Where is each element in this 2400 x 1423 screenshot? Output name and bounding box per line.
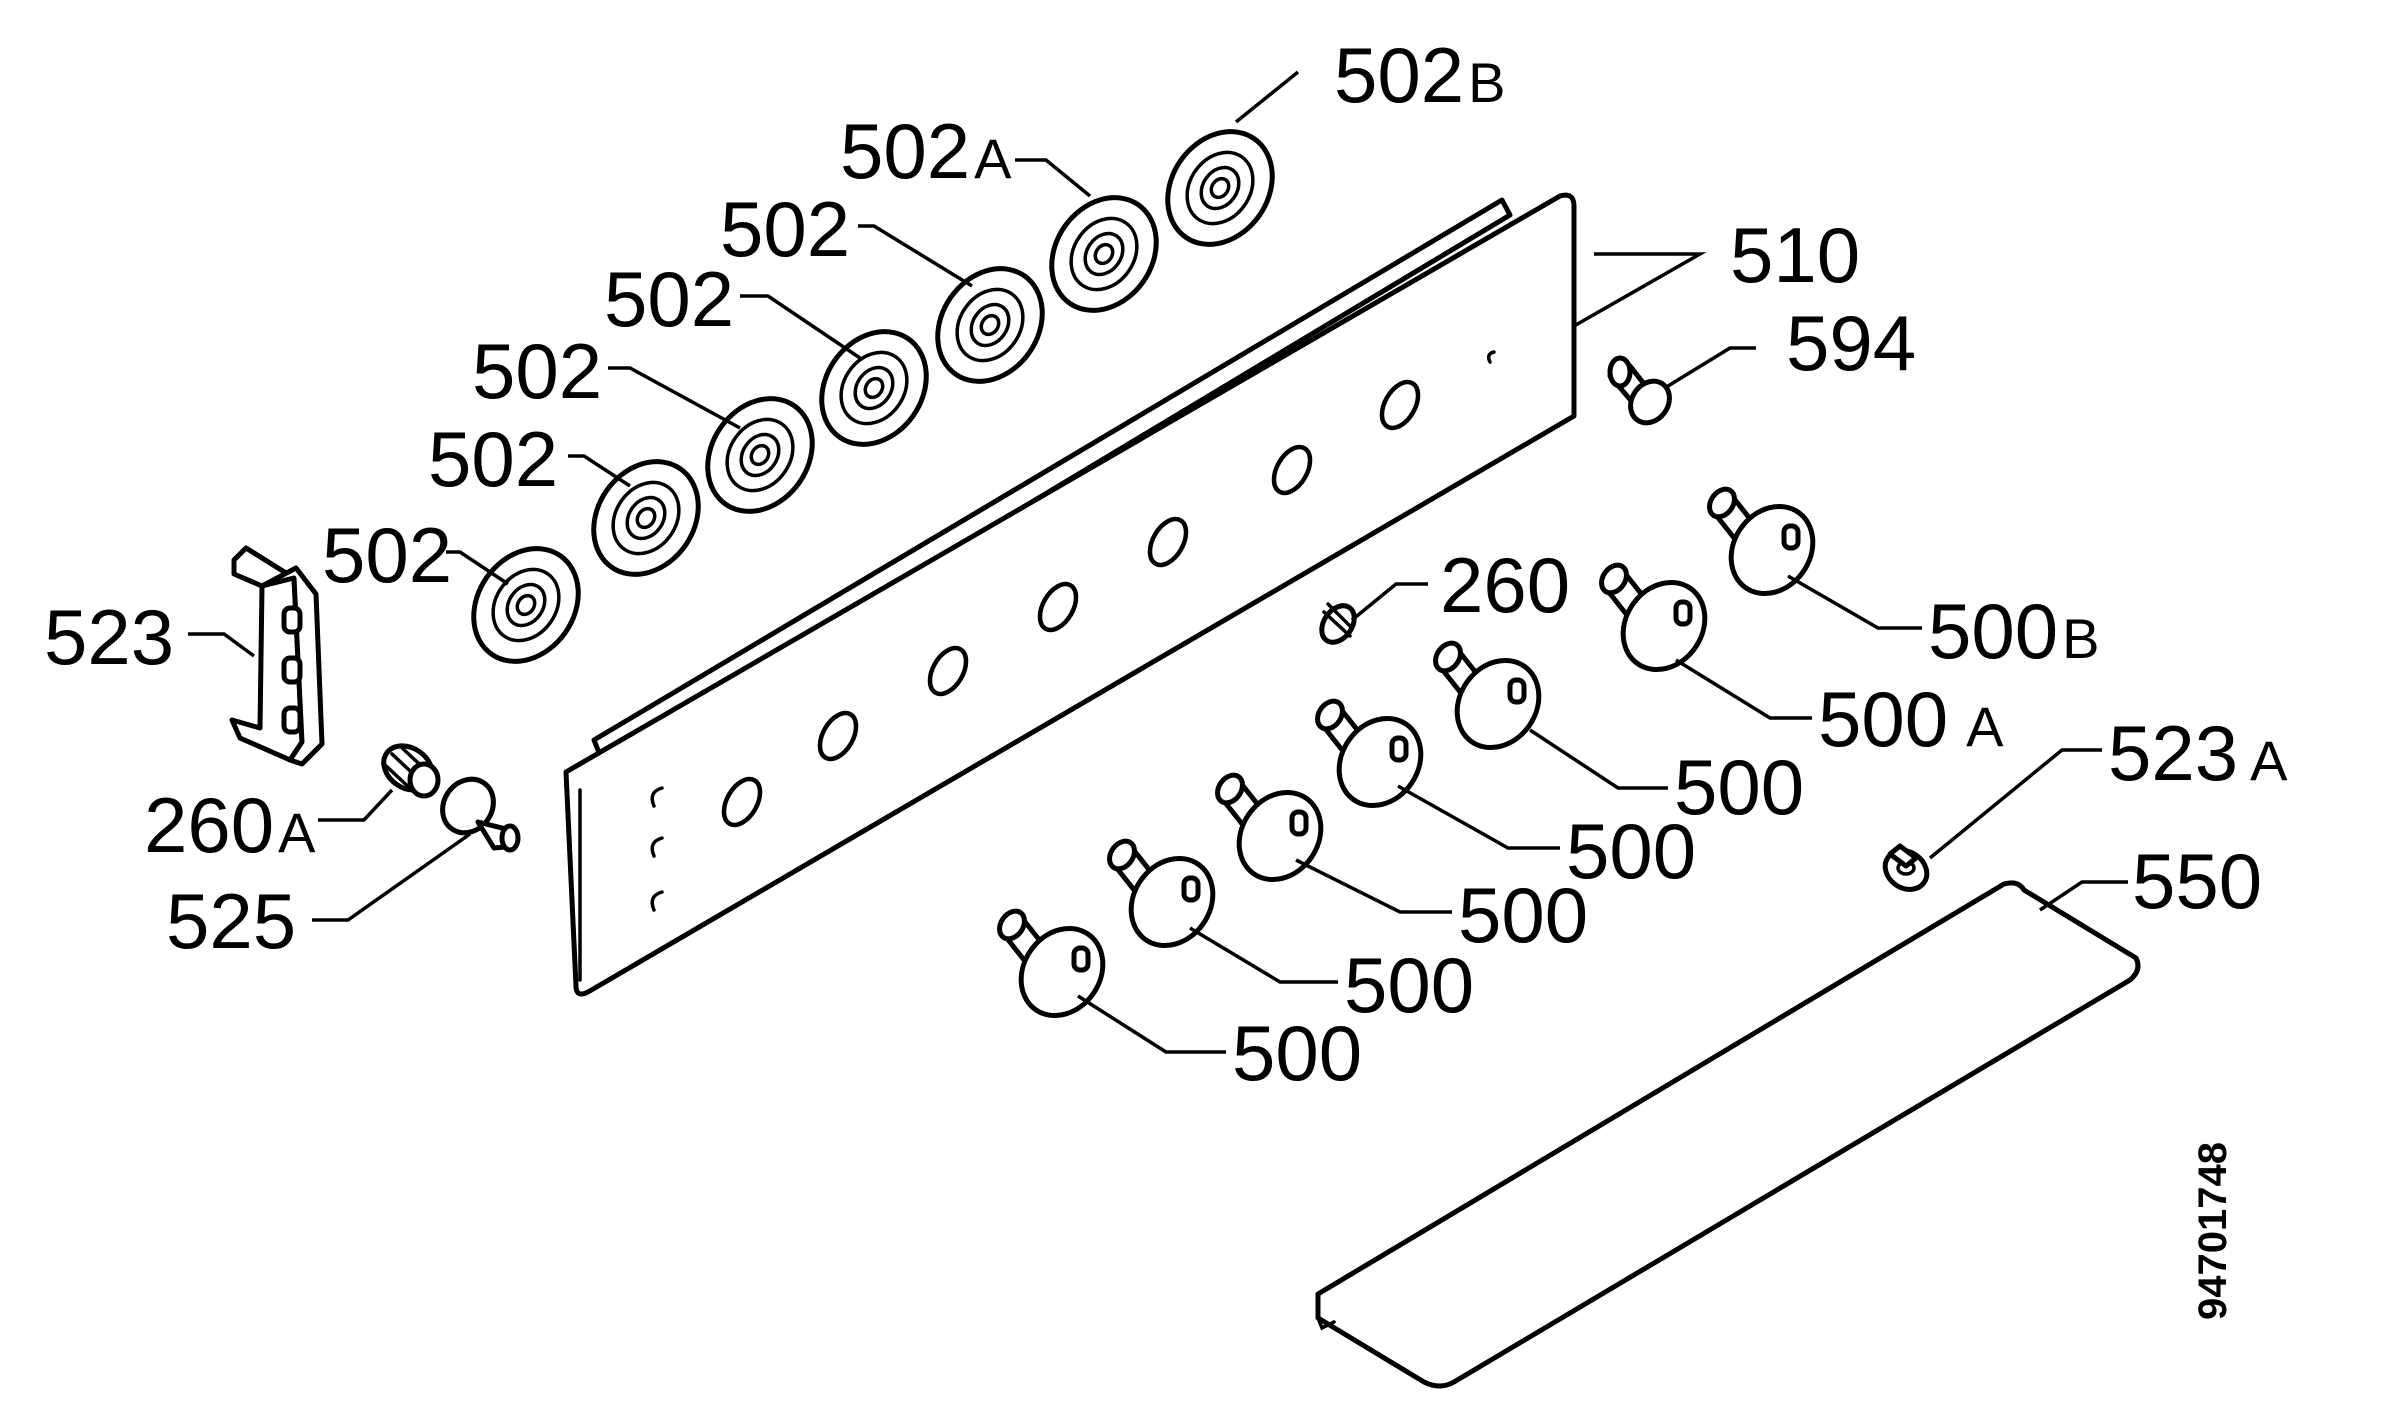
label-502b: 502B [1334, 31, 1506, 119]
trim-strip-550 [1315, 880, 2141, 1389]
label-502-5: 502 [720, 185, 850, 273]
label-500-2: 500 [1344, 941, 1474, 1029]
label-550: 550 [2132, 837, 2262, 925]
label-502a: 502A [840, 107, 1012, 195]
disc-502a [1030, 177, 1177, 330]
leader-lines [188, 70, 2128, 1054]
spring-260 [1319, 602, 1357, 645]
knob-500-5 [1430, 638, 1555, 763]
label-500-4: 500 [1566, 807, 1696, 895]
disc-502b [1146, 111, 1293, 264]
knob-500-1 [994, 906, 1119, 1031]
screw-523a [1882, 843, 1930, 892]
label-510: 510 [1730, 211, 1860, 299]
knob-500a [1596, 560, 1721, 685]
label-594: 594 [1786, 299, 1916, 387]
label-260a: 260A [144, 781, 316, 869]
label-502-4: 502 [604, 255, 734, 343]
disc-502-3 [686, 378, 833, 531]
knob-500-2 [1104, 836, 1229, 961]
label-502-1: 502 [322, 511, 452, 599]
disc-502-1 [452, 528, 599, 681]
label-523: 523 [44, 593, 174, 681]
document-number: 94701748 [2191, 1142, 2235, 1320]
label-500-5: 500 [1674, 743, 1804, 831]
bracket-523 [229, 545, 325, 767]
part-labels: 502B 502A 502 502 502 502 502 510 594 52… [44, 31, 2288, 1097]
label-500b: 500B [1928, 587, 2100, 675]
knob-500-3 [1212, 770, 1337, 895]
label-525: 525 [166, 877, 296, 965]
label-502-2: 502 [428, 415, 558, 503]
control-panel-510 [563, 192, 1577, 997]
label-502-3: 502 [472, 327, 602, 415]
screw-594 [1607, 355, 1672, 426]
label-500-1: 500 [1232, 1009, 1362, 1097]
knob-500-4 [1312, 696, 1437, 821]
label-260: 260 [1440, 541, 1570, 629]
pin-525 [440, 776, 521, 853]
disc-502-5 [916, 248, 1063, 401]
spring-260a [381, 743, 441, 799]
label-500-3: 500 [1458, 871, 1588, 959]
